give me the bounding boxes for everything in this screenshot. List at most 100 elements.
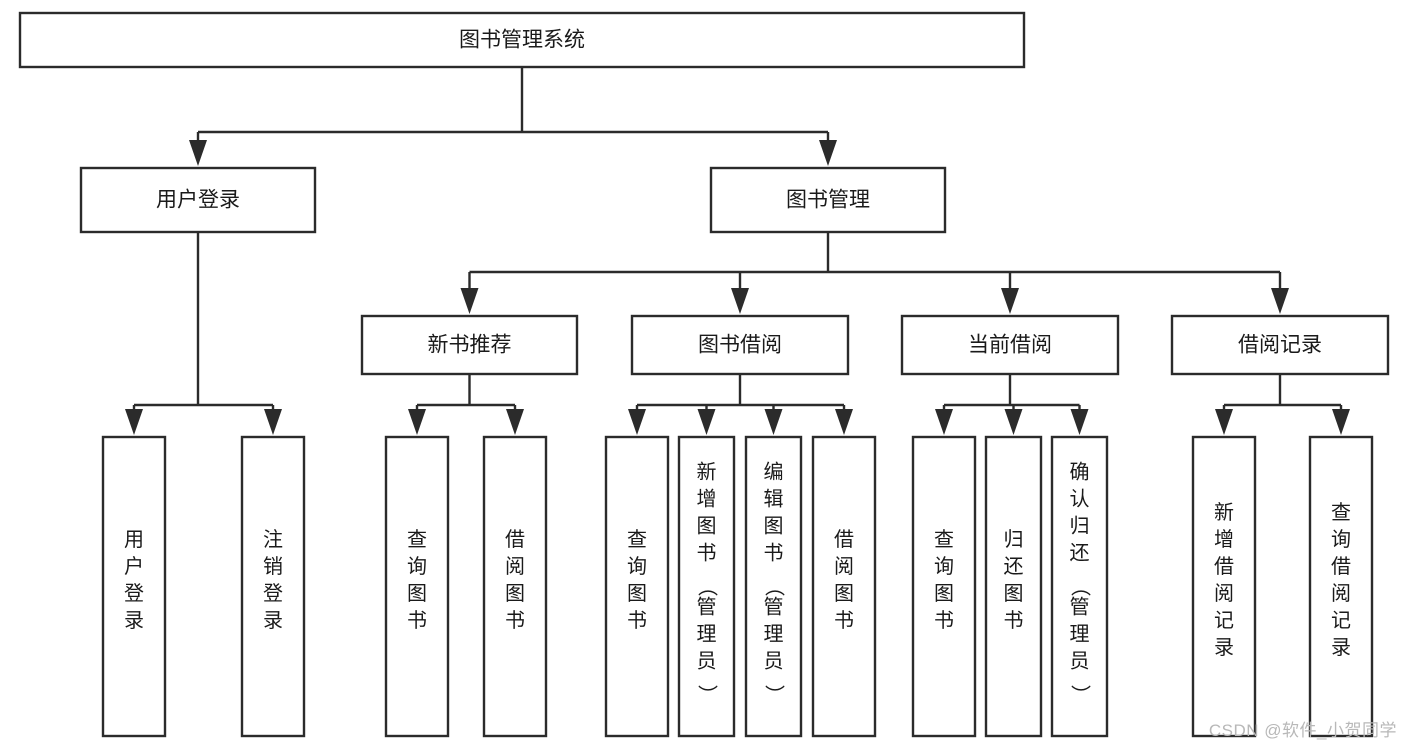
svg-text:借: 借 <box>505 528 525 551</box>
node-box <box>900 314 1120 376</box>
node-label: 用户登录 <box>156 189 240 212</box>
svg-text:员: 员 <box>697 651 717 673</box>
svg-text:记: 记 <box>1214 609 1234 632</box>
node-root[interactable]: 图书管理系统 <box>18 11 1026 69</box>
node-book-manage[interactable]: 图书管理 <box>709 166 947 234</box>
arrow-head-icon <box>1332 409 1350 435</box>
svg-text:借: 借 <box>1331 555 1351 578</box>
svg-text:图: 图 <box>407 583 427 605</box>
svg-text:增: 增 <box>1214 528 1234 551</box>
conn-login-bus <box>125 232 282 435</box>
svg-text:归: 归 <box>1004 528 1024 551</box>
svg-text:查: 查 <box>407 528 427 551</box>
node-new-book-recommend[interactable]: 新书推荐 <box>360 314 579 376</box>
node-user-login[interactable]: 用户登录 <box>79 166 317 234</box>
node-box <box>984 435 1043 738</box>
node-label: 图书借阅 <box>698 334 782 357</box>
svg-text:录: 录 <box>124 610 144 632</box>
node-label: 借阅记录 <box>1238 334 1322 357</box>
conn-record-bus <box>1215 374 1350 435</box>
svg-text:归: 归 <box>1070 515 1090 538</box>
arrow-head-icon <box>731 288 749 314</box>
arrow-head-icon <box>1271 288 1289 314</box>
arrow-head-icon <box>1070 409 1089 435</box>
svg-text:编: 编 <box>764 461 784 484</box>
svg-text:书: 书 <box>505 609 525 632</box>
node-leaf-user-login[interactable]: 用户登录 <box>101 435 167 738</box>
node-box <box>604 435 670 738</box>
svg-text:新: 新 <box>697 461 717 484</box>
svg-text:确: 确 <box>1070 461 1090 484</box>
conn-root-bus <box>189 67 837 166</box>
node-current-borrow[interactable]: 当前借阅 <box>900 314 1120 376</box>
svg-text:还: 还 <box>1070 542 1090 565</box>
svg-text:录: 录 <box>1214 637 1234 659</box>
node-book-borrow[interactable]: 图书借阅 <box>630 314 850 376</box>
svg-text:）: ） <box>696 685 719 705</box>
svg-text:图: 图 <box>834 583 854 605</box>
svg-text:增: 增 <box>697 488 717 511</box>
svg-text:用: 用 <box>124 529 144 551</box>
node-label: 当前借阅 <box>968 334 1052 357</box>
node-box <box>1308 435 1374 738</box>
svg-text:（: （ <box>696 577 719 597</box>
svg-text:员: 员 <box>764 651 784 673</box>
svg-text:员: 员 <box>1070 651 1090 673</box>
svg-text:阅: 阅 <box>1331 582 1351 605</box>
arrow-head-icon <box>697 409 716 435</box>
connectors-layer <box>125 67 1350 435</box>
svg-text:书: 书 <box>627 609 647 632</box>
arrow-head-icon <box>1004 409 1023 435</box>
conn-recommend-bus <box>408 374 524 435</box>
arrow-head-icon <box>460 288 479 314</box>
svg-text:）: ） <box>1069 685 1092 705</box>
svg-text:还: 还 <box>1004 555 1024 578</box>
arrow-head-icon <box>819 140 837 166</box>
node-box <box>384 435 450 738</box>
node-borrow-record[interactable]: 借阅记录 <box>1170 314 1390 376</box>
node-box <box>677 435 736 738</box>
svg-text:记: 记 <box>1331 609 1351 632</box>
svg-text:书: 书 <box>1004 609 1024 632</box>
svg-text:注: 注 <box>263 528 283 551</box>
node-box <box>709 166 947 234</box>
svg-text:询: 询 <box>934 555 954 578</box>
svg-text:书: 书 <box>834 609 854 632</box>
node-label: 用户登录 <box>124 529 144 632</box>
svg-text:询: 询 <box>407 555 427 578</box>
node-box <box>482 435 548 738</box>
svg-text:图: 图 <box>697 516 717 538</box>
svg-text:销: 销 <box>263 555 283 578</box>
node-box <box>744 435 803 738</box>
node-box <box>811 435 877 738</box>
node-label: 图书管理 <box>786 189 870 212</box>
node-box <box>1050 435 1109 738</box>
svg-text:书: 书 <box>764 542 784 565</box>
svg-text:录: 录 <box>263 610 283 632</box>
svg-text:查: 查 <box>934 528 954 551</box>
node-label: 新书推荐 <box>428 334 512 357</box>
nodes-layer: 图书管理系统用户登录图书管理新书推荐图书借阅当前借阅借阅记录用户登录注销登录查询… <box>18 11 1390 738</box>
svg-text:登: 登 <box>263 582 283 605</box>
svg-text:）: ） <box>763 685 786 705</box>
